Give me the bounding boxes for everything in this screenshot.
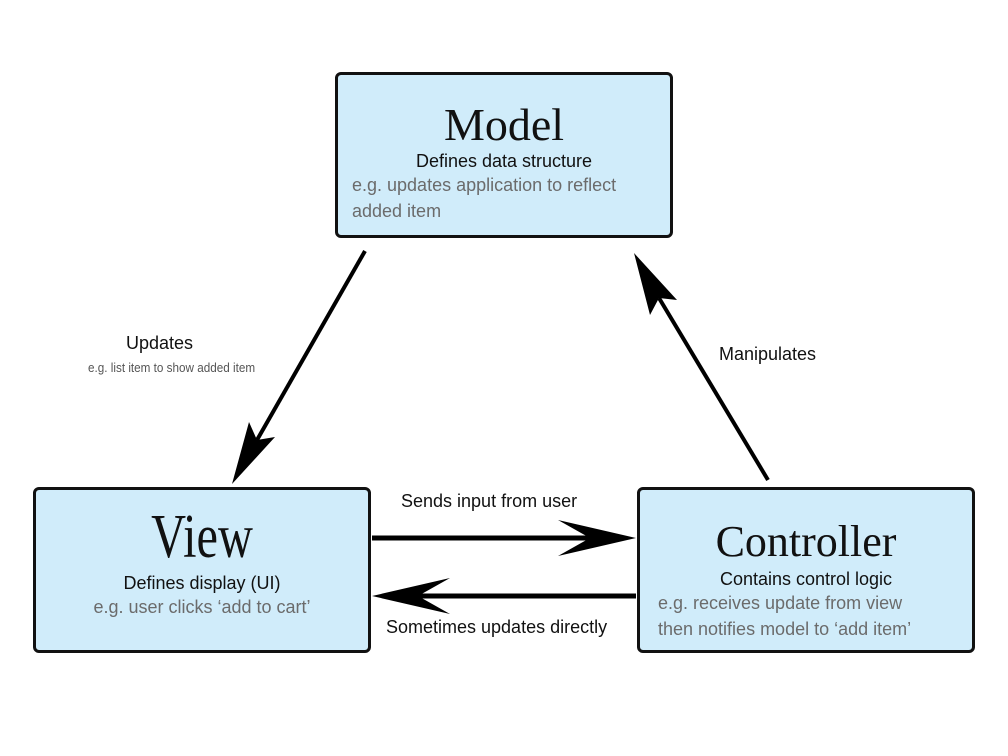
view-box: View Defines display (UI) e.g. user clic… [33,487,371,653]
updates-label: Updates [126,333,194,353]
controller-box: Controller Contains control logic e.g. r… [637,487,975,653]
model-example-line1: e.g. updates application to reflect [352,175,617,195]
view-subtitle: Defines display (UI) [123,573,281,593]
view-example: e.g. user clicks ‘add to cart’ [93,597,311,617]
model-subtitle: Defines data structure [415,151,593,171]
controller-example-line2: then notifies model to ‘add item’ [658,619,912,639]
controller-example-line1: e.g. receives update from view [658,593,903,613]
manipulates-label: Manipulates [719,344,817,364]
view-title: View [151,503,253,571]
arrow-model-to-view [232,250,367,484]
controller-subtitle: Contains control logic [719,569,893,589]
arrow-controller-to-view [372,578,636,614]
controller-title: Controller [715,517,897,566]
sends-input-label: Sends input from user [401,491,578,511]
arrow-controller-to-model [634,253,770,482]
updates-example: e.g. list item to show added item [88,360,256,375]
model-title: Model [443,99,565,150]
model-example-line2: added item [352,201,442,221]
arrow-view-to-controller [372,520,636,556]
sometimes-updates-label: Sometimes updates directly [386,617,608,637]
model-box: Model Defines data structure e.g. update… [335,72,673,238]
